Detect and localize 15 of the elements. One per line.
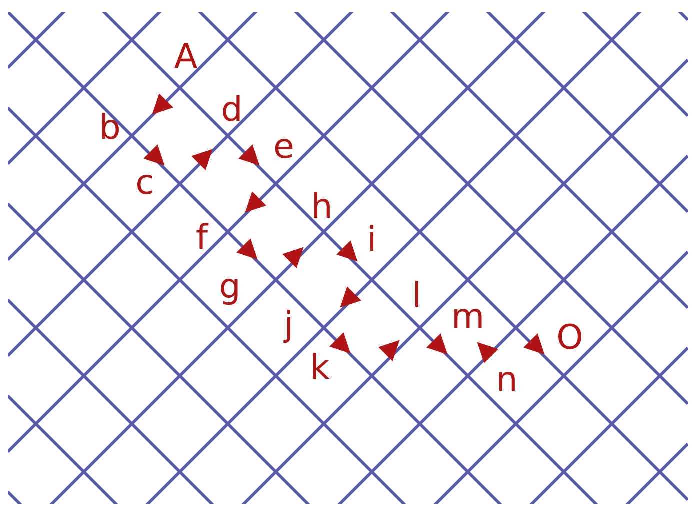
point-label: f — [196, 220, 208, 256]
point-label: h — [311, 189, 333, 225]
point-label: g — [219, 269, 241, 305]
point-label: k — [310, 350, 330, 386]
point-label: n — [496, 362, 518, 398]
point-label: e — [274, 129, 294, 165]
point-label: b — [99, 110, 121, 146]
point-label: A — [174, 39, 198, 75]
point-label: m — [451, 299, 485, 335]
point-label: c — [136, 165, 154, 201]
point-label: j — [284, 307, 294, 343]
point-label: i — [367, 222, 377, 258]
point-label: l — [412, 278, 422, 314]
point-label: O — [556, 320, 584, 356]
point-label: d — [221, 92, 243, 128]
